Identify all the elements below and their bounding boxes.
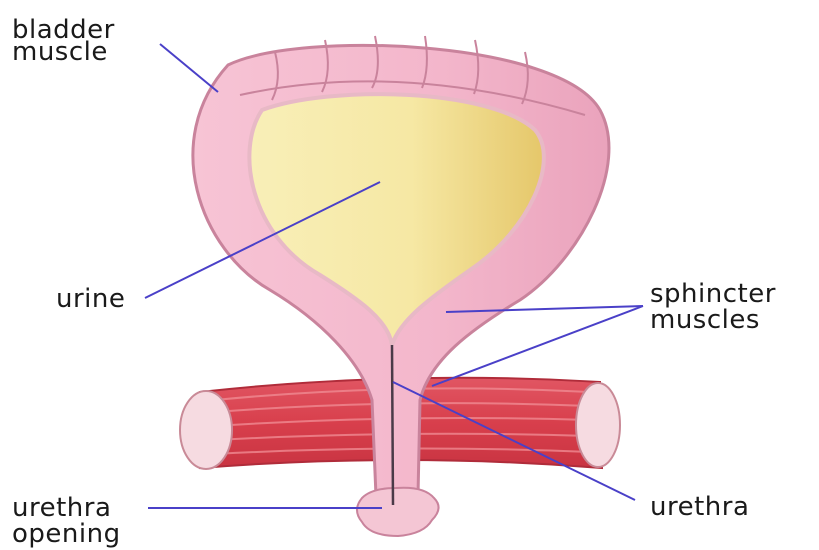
urethra-opening-flare (357, 488, 439, 536)
urethra-channel (392, 345, 393, 505)
leader-line-bladder-muscle (160, 44, 218, 92)
label-sphincter-muscles: sphincter muscles (650, 279, 785, 335)
label-bladder-muscle: bladder muscle (12, 15, 124, 67)
label-urethra-opening: urethra opening (12, 493, 121, 549)
muscle-cut-end-right (576, 383, 620, 467)
muscle-cut-end-left (180, 391, 232, 469)
label-urethra: urethra (650, 492, 749, 522)
label-urine: urine (56, 284, 125, 314)
